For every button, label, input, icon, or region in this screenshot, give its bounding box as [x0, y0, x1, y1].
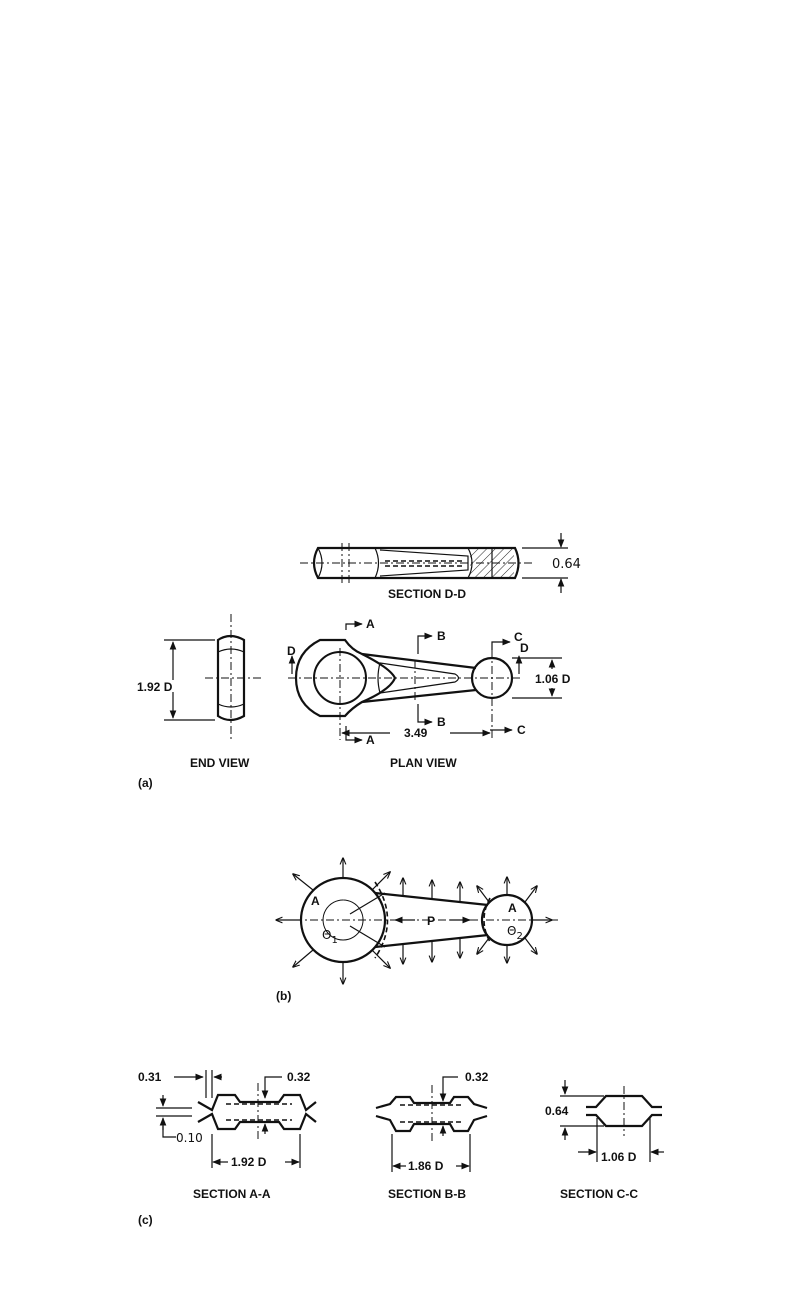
region-a-small: A	[508, 901, 517, 915]
cut-d-left: D	[287, 644, 296, 658]
section-a-a-title: SECTION A-A	[193, 1187, 271, 1201]
section-a-a: 0.31 0.32 0.10 1.92 D SECTION A-A	[138, 1070, 316, 1201]
section-d-d-title: SECTION D-D	[388, 587, 466, 601]
plan-view: A A B B C C D D 1.06 D 3.49 PLAN VIEW	[287, 617, 571, 770]
cut-a-bottom: A	[366, 733, 375, 747]
section-c-c-diameter: 1.06 D	[601, 1150, 637, 1164]
section-b-b: 0.32 1.86 D SECTION B-B	[376, 1070, 489, 1201]
load-diagram: P A A Θ1 Θ2	[276, 858, 560, 984]
load-p: P	[427, 914, 435, 928]
section-c-c-thickness: 0.64	[545, 1104, 569, 1118]
section-b-b-title: SECTION B-B	[388, 1187, 466, 1201]
figure-c-label: (c)	[138, 1213, 153, 1227]
section-a-a-thin: 0.10	[176, 1131, 203, 1145]
section-a-a-diameter: 1.92 D	[231, 1155, 267, 1169]
end-view: 1.92 D END VIEW	[137, 614, 262, 770]
section-c-c-title: SECTION C-C	[560, 1187, 638, 1201]
small-end-diameter: 1.06 D	[535, 672, 571, 686]
figure-a-label: (a)	[138, 776, 153, 790]
region-a-big: A	[311, 894, 320, 908]
cut-c-bottom: C	[517, 723, 526, 737]
end-view-title: END VIEW	[190, 756, 250, 770]
section-b-b-web: 0.32	[465, 1070, 489, 1084]
section-d-d-thickness: 0.64	[552, 557, 581, 572]
section-c-c: 0.64 1.06 D SECTION C-C	[545, 1080, 664, 1201]
plan-view-title: PLAN VIEW	[390, 756, 457, 770]
cut-b-bottom: B	[437, 715, 446, 729]
section-a-a-web: 0.32	[287, 1070, 311, 1084]
section-a-a-flange: 0.31	[138, 1070, 162, 1084]
cut-b-top: B	[437, 629, 446, 643]
end-view-diameter: 1.92 D	[137, 680, 173, 694]
cut-d-right: D	[520, 641, 529, 655]
section-d-d-view: 0.64 SECTION D-D	[300, 533, 581, 601]
figure-b-label: (b)	[276, 989, 291, 1003]
section-b-b-diameter: 1.86 D	[408, 1159, 444, 1173]
cut-a-top: A	[366, 617, 375, 631]
center-distance: 3.49	[404, 726, 428, 740]
theta-1: Θ1	[322, 928, 338, 946]
theta-2: Θ2	[507, 924, 523, 942]
